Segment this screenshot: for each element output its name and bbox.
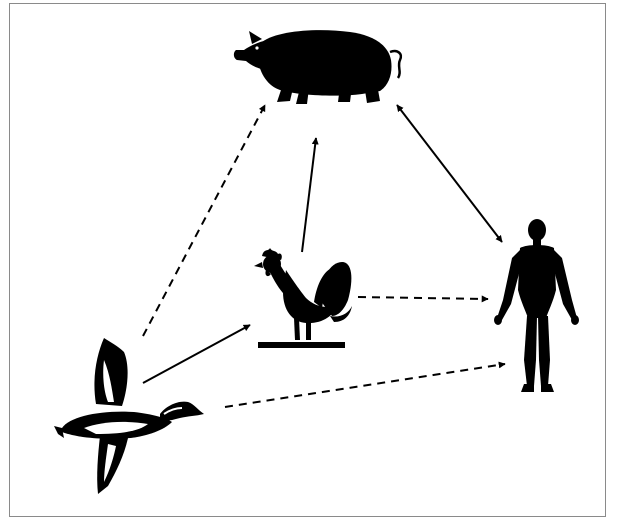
arrow-duck-to-chicken xyxy=(143,325,250,383)
pig-icon xyxy=(234,30,401,104)
arrow-chicken-to-human xyxy=(358,297,488,299)
arrow-chicken-to-pig xyxy=(302,138,316,252)
arrow-pig-human-bidirectional xyxy=(397,105,502,242)
rooster-icon xyxy=(254,248,352,348)
arrow-duck-to-pig xyxy=(143,105,265,336)
arrow-duck-to-human xyxy=(225,364,505,407)
human-figure-icon xyxy=(494,219,579,392)
